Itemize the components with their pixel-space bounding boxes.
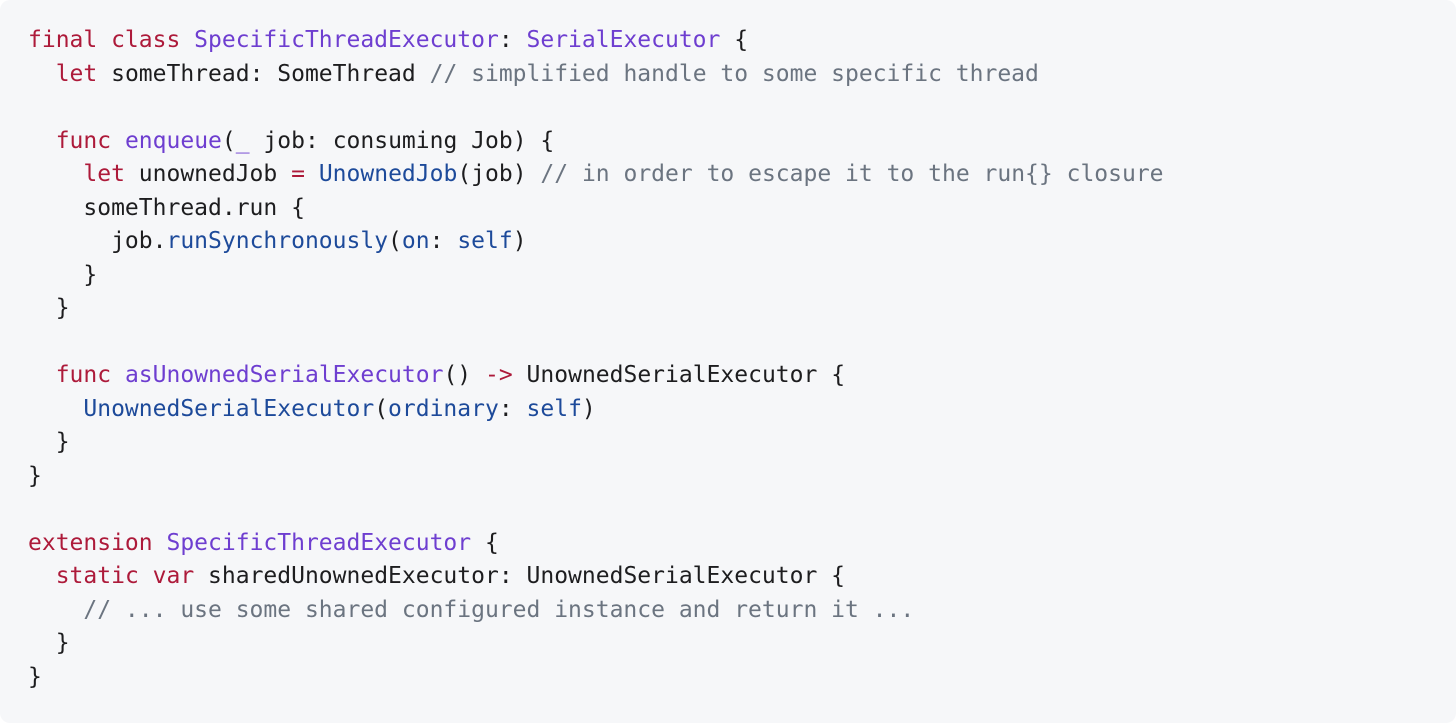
keyword-token: = [291,161,305,187]
code-text-token: } [28,663,42,690]
code-text-token: someThread.run { [28,194,305,221]
code-text-token [28,563,56,589]
code-line: } [28,661,1456,695]
code-line: } [28,426,1456,460]
comment-token: // ... use some shared configured instan… [83,596,915,623]
keyword-token: func [55,127,112,154]
identifier-token: ordinary [388,395,499,422]
code-text-token: { [471,529,499,556]
code-text-token [28,597,83,623]
code-line: extension SpecificThreadExecutor { [28,527,1456,561]
code-text-token: ) [581,395,596,422]
type-name-token: SpecificThreadExecutor [166,529,472,556]
code-text-token: sharedUnownedExecutor: UnownedSerialExec… [194,563,846,589]
code-text-token [28,128,56,154]
identifier-token: runSynchronously [166,228,389,254]
code-text-token: someThread: SomeThread [97,60,430,87]
code-text-token: job: consuming Job) { [249,127,555,154]
keyword-token: final class [28,27,195,53]
identifier-token: on [401,228,430,254]
code-text-token: : [498,395,527,422]
code-line: } [28,627,1456,661]
comment-token: // simplified handle to some specific th… [429,60,1039,87]
code-lines: final class SpecificThreadExecutor: Seri… [28,24,1456,694]
code-line: } [28,259,1456,293]
code-text-token: } [28,295,70,321]
code-text-token: (job) [457,161,541,187]
code-text-token [111,362,125,388]
code-text-token: ) [512,228,527,254]
code-text-token: job. [28,228,167,254]
keyword-token: -> [485,362,513,388]
identifier-token: self [526,395,582,422]
code-text-token [28,61,56,87]
code-line: func asUnownedSerialExecutor() -> Unowne… [28,359,1456,393]
code-line: let someThread: SomeThread // simplified… [28,58,1456,92]
code-text-token: } [28,261,98,288]
code-text-token: ( [388,228,402,254]
code-line: job.runSynchronously(on: self) [28,225,1456,259]
code-text-token [28,362,56,388]
code-line: UnownedSerialExecutor(ordinary: self) [28,393,1456,427]
code-text-token: : [498,27,527,53]
code-text-token [28,396,83,422]
code-line: final class SpecificThreadExecutor: Seri… [28,24,1456,58]
code-line: func enqueue(_ job: consuming Job) { [28,125,1456,159]
identifier-token: UnownedSerialExecutor [83,395,375,422]
code-line: let unownedJob = UnownedJob(job) // in o… [28,158,1456,192]
code-text-token: } [28,429,70,455]
keyword-token: static var [55,563,195,589]
code-text-token [153,530,167,556]
code-line [28,326,1456,360]
code-text-token: } [28,462,42,489]
type-name-token: enqueue [124,127,222,154]
code-text-token: UnownedSerialExecutor { [512,362,846,388]
code-line: } [28,460,1456,494]
code-line [28,91,1456,125]
keyword-token: let [55,60,98,87]
keyword-token: let [83,161,125,187]
code-line: static var sharedUnownedExecutor: Unowne… [28,560,1456,594]
code-text-token: { [720,27,749,53]
code-text-token: ( [374,395,389,422]
keyword-token: extension [28,529,153,556]
comment-token: // in order to escape it to the run{} cl… [540,161,1164,187]
code-line [28,493,1456,527]
code-line: } [28,292,1456,326]
code-text-token: } [28,630,70,656]
code-line: someThread.run { [28,192,1456,226]
type-name-token: _ [235,127,250,154]
type-name-token: SpecificThreadExecutor [194,27,499,53]
code-text-token [305,161,319,187]
code-line: // ... use some shared configured instan… [28,594,1456,628]
identifier-token: UnownedJob [318,161,458,187]
code-text-token: : [429,228,458,254]
code-text-token: unownedJob [124,161,292,187]
identifier-token: self [457,228,513,254]
code-text-token [111,128,125,154]
code-text-token: () [443,362,485,388]
keyword-token: func [55,362,112,388]
type-name-token: asUnownedSerialExecutor [124,362,444,388]
code-text-token [28,161,83,187]
code-text-token: ( [221,127,236,154]
type-name-token: SerialExecutor [526,27,721,53]
